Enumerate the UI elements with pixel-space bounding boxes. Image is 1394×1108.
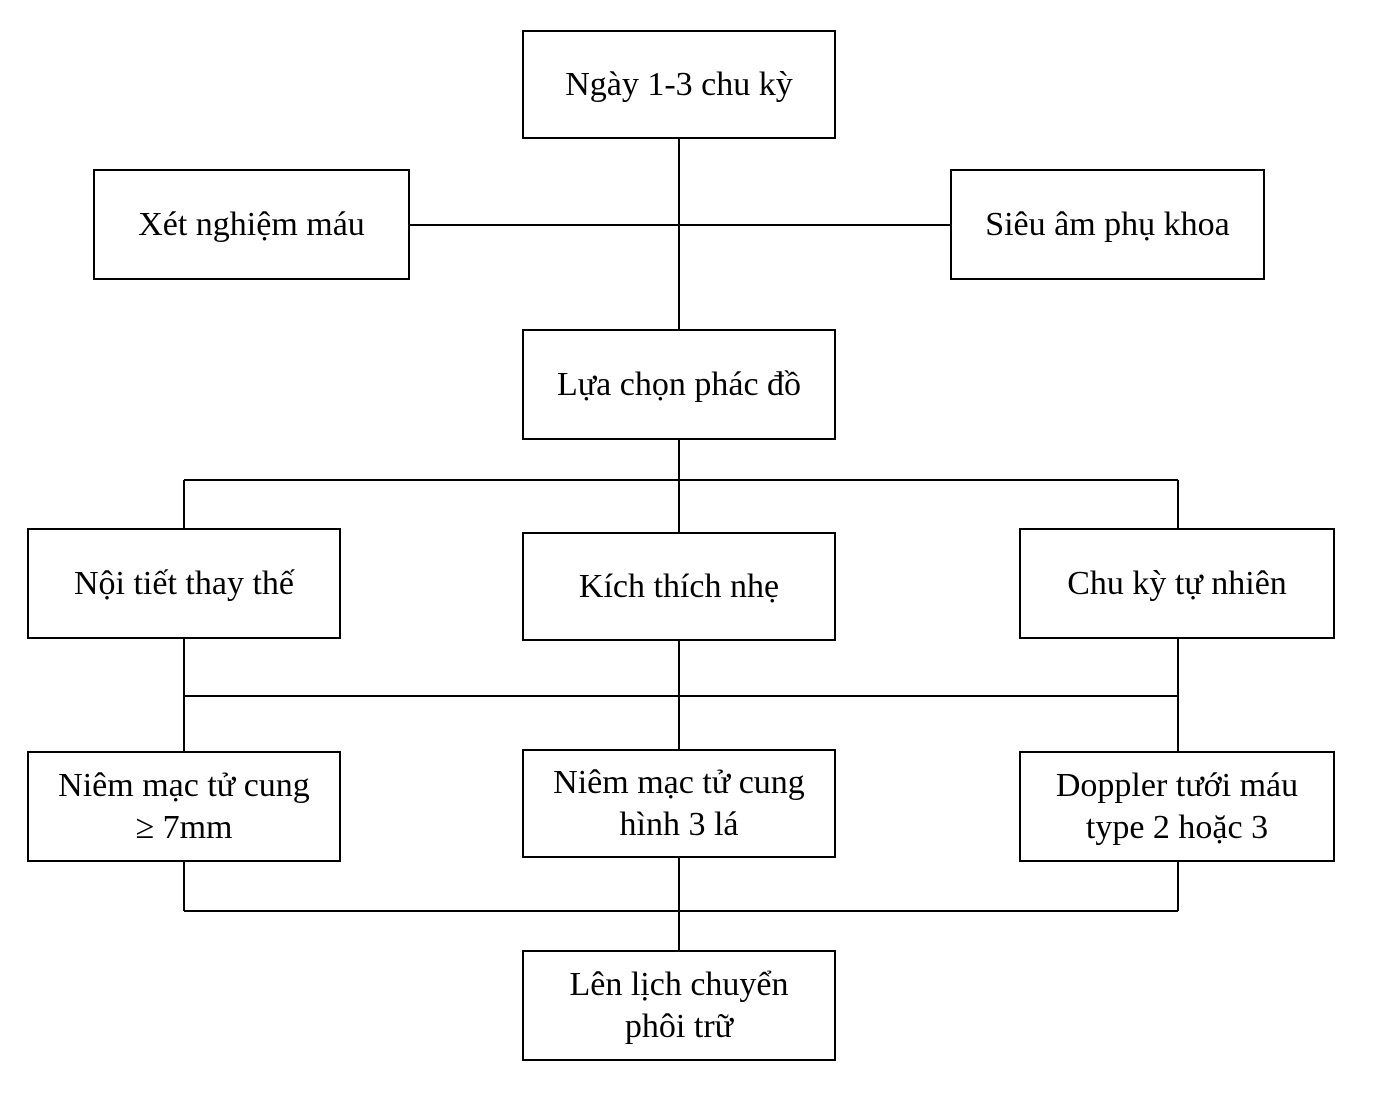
node-protocol-choice-text: Lựa chọn phác đồ <box>557 364 801 406</box>
node-schedule-frozen-transfer: Lên lịch chuyển phôi trữ <box>522 950 836 1061</box>
node-protocol-choice: Lựa chọn phác đồ <box>522 329 836 440</box>
node-text-line: Siêu âm phụ khoa <box>985 205 1230 243</box>
node-text-line: Niêm mạc tử cung <box>58 766 310 804</box>
node-text-line: Chu kỳ tự nhiên <box>1067 564 1287 602</box>
node-text-line: phôi trữ <box>624 1007 734 1045</box>
node-endometrium-thickness: Niêm mạc tử cung ≥ 7mm <box>27 751 341 862</box>
node-natural-cycle: Chu kỳ tự nhiên <box>1019 528 1335 639</box>
node-schedule-frozen-transfer-text: Lên lịch chuyển phôi trữ <box>569 964 788 1048</box>
node-text-line: ≥ 7mm <box>135 808 233 846</box>
node-text-line: Kích thích nhẹ <box>578 567 780 605</box>
node-hormone-replacement-text: Nội tiết thay thế <box>74 563 294 605</box>
node-text-line: Lên lịch chuyển <box>569 965 789 1003</box>
node-ultrasound-text: Siêu âm phụ khoa <box>985 204 1230 246</box>
node-text-line: Lựa chọn phác đồ <box>556 365 802 403</box>
node-doppler-perfusion-text: Doppler tưới máu type 2 hoặc 3 <box>1056 765 1298 849</box>
node-endometrium-trilaminar-text: Niêm mạc tử cung hình 3 lá <box>553 762 805 846</box>
node-text-line: Nội tiết thay thế <box>73 564 294 602</box>
node-text-line: Niêm mạc tử cung <box>553 763 805 801</box>
node-hormone-replacement: Nội tiết thay thế <box>27 528 341 639</box>
node-cycle-day-text: Ngày 1-3 chu kỳ <box>565 64 793 106</box>
node-cycle-day: Ngày 1-3 chu kỳ <box>522 30 836 139</box>
node-blood-test-text: Xét nghiệm máu <box>138 204 365 246</box>
node-doppler-perfusion: Doppler tưới máu type 2 hoặc 3 <box>1019 751 1335 862</box>
node-natural-cycle-text: Chu kỳ tự nhiên <box>1067 563 1287 605</box>
node-endometrium-trilaminar: Niêm mạc tử cung hình 3 lá <box>522 749 836 858</box>
node-endometrium-thickness-text: Niêm mạc tử cung ≥ 7mm <box>58 765 310 849</box>
node-text-line: Doppler tưới máu <box>1055 766 1299 804</box>
node-text-line: Ngày 1-3 chu kỳ <box>565 65 793 103</box>
node-ultrasound: Siêu âm phụ khoa <box>950 169 1265 280</box>
node-text-line: hình 3 lá <box>619 805 739 843</box>
node-text-line: type 2 hoặc 3 <box>1085 808 1269 846</box>
node-blood-test: Xét nghiệm máu <box>93 169 410 280</box>
node-mild-stimulation-text: Kích thích nhẹ <box>579 566 779 608</box>
node-text-line: Xét nghiệm máu <box>138 205 365 243</box>
node-mild-stimulation: Kích thích nhẹ <box>522 532 836 641</box>
